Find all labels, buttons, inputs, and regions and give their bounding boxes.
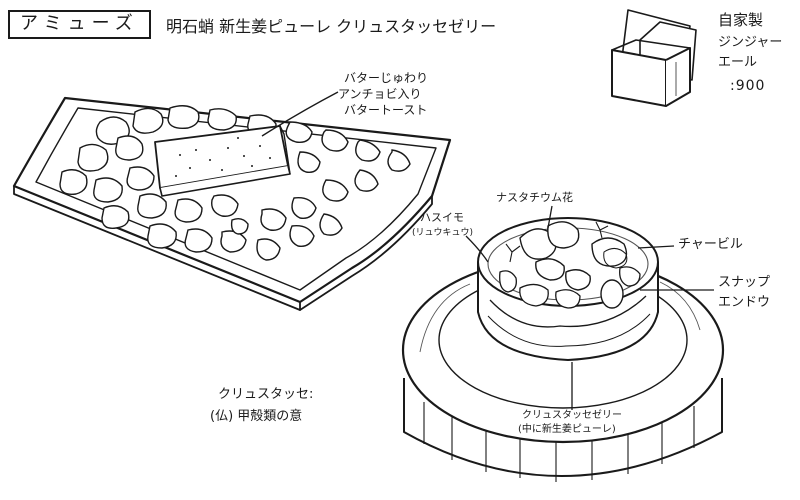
drink-name-line3: エール	[718, 55, 758, 70]
category-label: アミューズ	[8, 10, 151, 39]
label-jelly-line2: (中に新生姜ピューレ)	[518, 424, 616, 435]
label-snap-pea-line1: スナップ	[718, 275, 771, 290]
label-hasuimo-line2: (リュウキュウ)	[412, 228, 474, 238]
jelly-bowl-stand	[401, 217, 725, 482]
drink-price: :900	[730, 78, 766, 94]
ginger-ale-illustration	[611, 9, 697, 107]
toast-note-line3: バタートースト	[344, 103, 428, 117]
label-hasuimo-line1: ハスイモ	[420, 211, 464, 224]
dish-title: 明石蛸 新生姜ピューレ クリュスタッセゼリー	[166, 17, 497, 36]
drink-name-line1: 自家製	[718, 11, 764, 29]
note-line1: クリュスタッセ:	[218, 387, 314, 402]
toast-note-line1: バターじゅわり	[344, 71, 429, 85]
toast-note-line2: アンチョビ入り	[338, 87, 422, 101]
label-snap-pea-line2: エンドウ	[718, 295, 771, 310]
label-jelly-line1: クリュスタッセゼリー	[522, 410, 622, 421]
bowl-label-leaders	[465, 205, 714, 410]
anchovy-toast	[154, 125, 291, 197]
rocks	[59, 105, 411, 261]
label-nasturtium: ナスタチウム花	[496, 191, 573, 204]
label-chervil: チャービル	[678, 237, 743, 252]
note-line2: (仏) 甲殻類の意	[210, 409, 303, 424]
drink-name-line2: ジンジャー	[718, 35, 783, 50]
toast-note-leader	[261, 91, 339, 137]
